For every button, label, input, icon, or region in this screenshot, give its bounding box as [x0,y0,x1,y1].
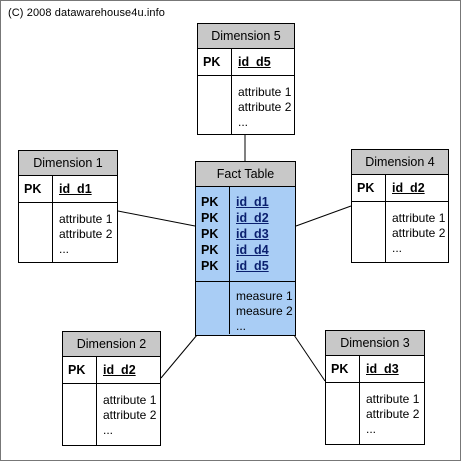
dimension-1-table: Dimension 1 PK id_d1 attribute 1 attribu… [18,150,118,263]
dimension-5-title: Dimension 5 [198,24,294,49]
attribute-item: ... [392,241,403,255]
primary-key: id_d2 [103,363,136,377]
dimension-2-pk-row: PK id_d2 [63,357,160,384]
dimension-5-table: Dimension 5 PK id_d5 attribute 1 attribu… [197,23,295,135]
dimension-3-table: Dimension 3 PK id_d3 attribute 1 attribu… [325,330,425,445]
pk-label: PK [198,49,232,75]
attribute-item: attribute 1 [238,85,292,99]
attribute-item: attribute 2 [392,226,446,240]
fact-key: id_d5 [236,259,269,273]
attribute-item: attribute 2 [103,408,157,422]
attribute-item: attribute 2 [238,100,292,114]
fact-measures: measure 1 measure 2 ... [230,282,295,334]
attribute-item: attribute 2 [59,227,113,241]
connector-d1-fact [117,210,196,227]
dimension-3-pk-row: PK id_d3 [326,356,424,383]
fact-table-keys: PK PK PK PK PK id_d1 id_d2 id_d3 id_d4 i… [196,187,295,282]
pk-label: PK [201,243,219,257]
attribute-item: ... [366,422,377,436]
attribute-item: attribute 1 [392,211,446,225]
pk-label: PK [352,175,386,201]
pk-label: PK [326,356,360,382]
dimension-4-attributes: attribute 1 attribute 2 ... [386,202,448,262]
dimension-2-attributes: attribute 1 attribute 2 ... [97,384,160,445]
dimension-4-title: Dimension 4 [352,150,448,175]
measure-item: measure 2 [236,304,293,318]
pk-label: PK [201,227,219,241]
primary-key: id_d5 [238,55,271,69]
pk-label: PK [19,176,53,202]
dimension-1-pk-row: PK id_d1 [19,176,117,203]
dimension-5-pk-row: PK id_d5 [198,49,294,76]
fact-key: id_d4 [236,243,269,257]
dimension-1-attributes: attribute 1 attribute 2 ... [53,203,117,262]
fact-foreign-keys: id_d1 id_d2 id_d3 id_d4 id_d5 [230,187,295,281]
fact-table: Fact Table PK PK PK PK PK id_d1 id_d2 id… [195,161,296,336]
fact-key: id_d3 [236,227,269,241]
attribute-item: attribute 1 [366,392,420,406]
primary-key: id_d2 [392,181,425,195]
fact-measures-row: measure 1 measure 2 ... [196,282,295,334]
dimension-4-pk-row: PK id_d2 [352,175,448,202]
connector-d3-fact [293,334,326,382]
dimension-4-table: Dimension 4 PK id_d2 attribute 1 attribu… [351,149,449,263]
primary-key: id_d3 [366,362,399,376]
fact-table-title: Fact Table [196,162,295,187]
measure-item: ... [236,319,247,333]
dimension-3-attributes: attribute 1 attribute 2 ... [360,383,424,444]
pk-label: PK [201,211,219,225]
connector-d2-fact [160,334,198,379]
fact-pk-labels: PK PK PK PK PK [196,187,230,281]
dimension-5-attributes: attribute 1 attribute 2 ... [232,76,294,134]
attribute-item: attribute 2 [366,407,420,421]
pk-label: PK [63,357,97,383]
dimension-2-title: Dimension 2 [63,332,160,357]
dimension-1-title: Dimension 1 [19,151,117,176]
attribute-item: attribute 1 [59,212,113,226]
fact-key: id_d2 [236,211,269,225]
dimension-2-table: Dimension 2 PK id_d2 attribute 1 attribu… [62,331,161,446]
connector-d4-fact [295,205,352,227]
fact-key: id_d1 [236,195,269,209]
pk-label: PK [201,195,219,209]
copyright-text: (C) 2008 datawarehouse4u.info [8,7,166,19]
measure-item: measure 1 [236,289,293,303]
primary-key: id_d1 [59,182,92,196]
attribute-item: attribute 1 [103,393,157,407]
pk-label: PK [201,259,219,273]
attribute-item: ... [238,115,249,129]
dimension-3-title: Dimension 3 [326,331,424,356]
attribute-item: ... [59,242,70,256]
attribute-item: ... [103,423,114,437]
